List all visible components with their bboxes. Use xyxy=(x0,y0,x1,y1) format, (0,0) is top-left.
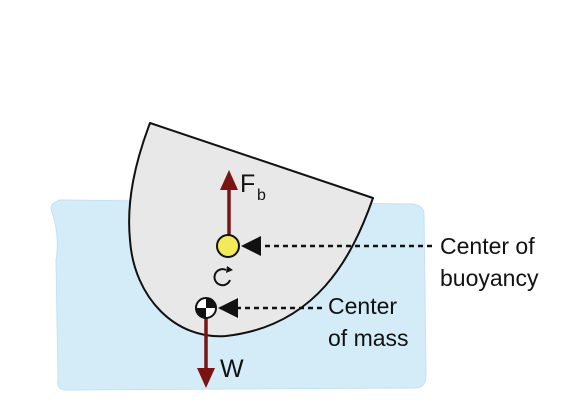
buoyancy-force-subscript: b xyxy=(257,187,266,204)
center-of-buoyancy-label-line2: buoyancy xyxy=(440,265,539,291)
center-of-buoyancy-label-line1: Center of xyxy=(440,233,535,259)
center-of-mass-label-line2: of mass xyxy=(328,325,409,351)
center-of-buoyancy-marker xyxy=(216,234,240,258)
weight-force-symbol: W xyxy=(220,355,244,383)
center-of-mass-icon xyxy=(195,297,217,319)
weight-force-arrow xyxy=(197,310,215,388)
rotation-arrow-icon xyxy=(213,266,233,287)
center-of-mass-label-line1: Center xyxy=(328,293,397,319)
buoyancy-force-symbol: F xyxy=(240,170,255,198)
buoyancy-force-arrow xyxy=(220,170,238,242)
hull-cross-section xyxy=(128,122,374,338)
